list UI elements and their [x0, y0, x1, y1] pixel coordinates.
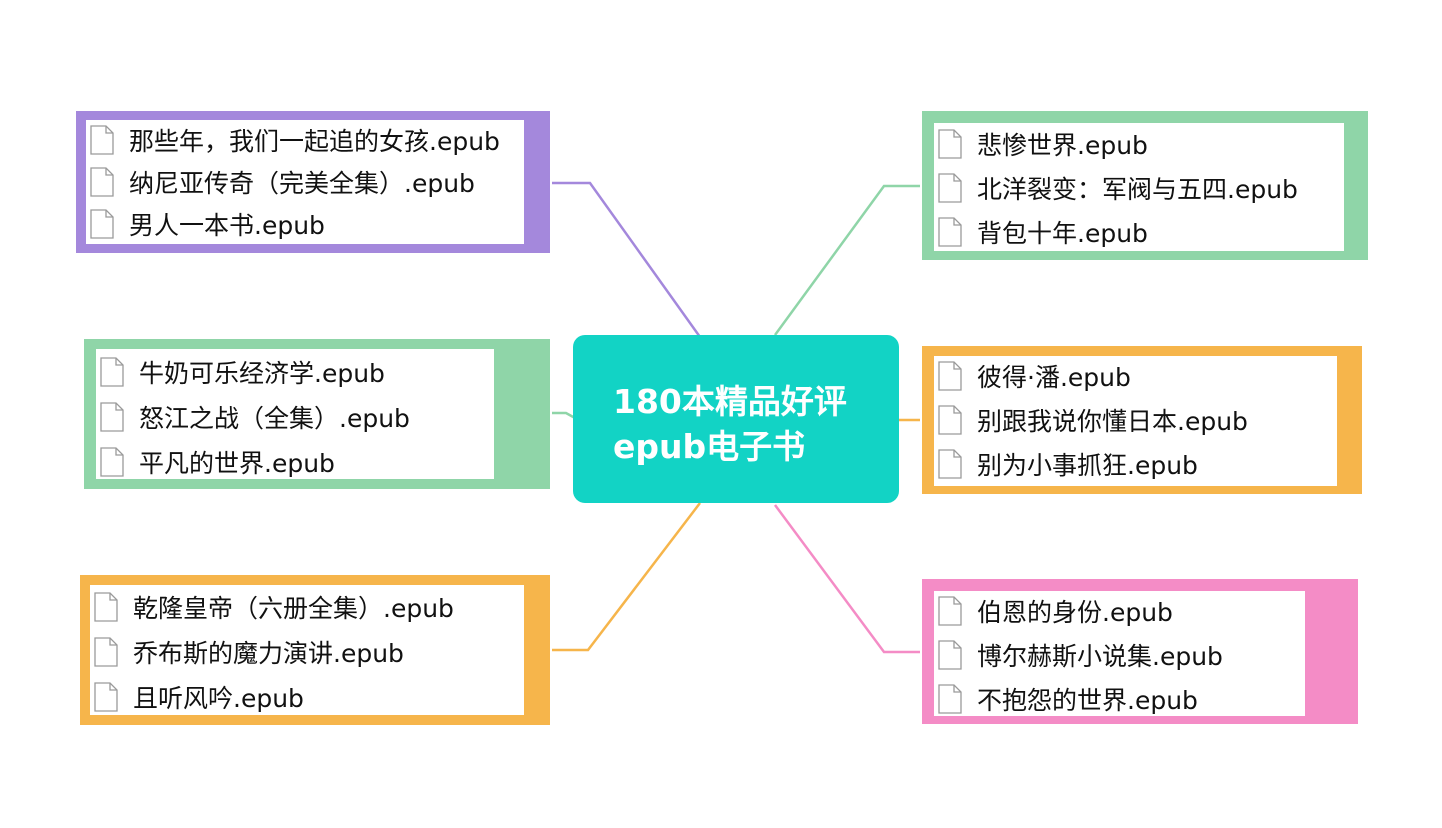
connector-line	[773, 184, 920, 336]
file-item[interactable]: 那些年，我们一起追的女孩.epub	[86, 120, 524, 160]
file-icon	[938, 405, 962, 435]
file-name: 且听风吟.epub	[133, 684, 304, 713]
file-icon	[938, 173, 962, 203]
file-icon	[90, 167, 114, 197]
file-name: 别为小事抓狂.epub	[977, 451, 1198, 480]
file-item[interactable]: 博尔赫斯小说集.epub	[934, 635, 1305, 675]
file-name: 背包十年.epub	[977, 219, 1148, 248]
branch-topic-2[interactable]: 牛奶可乐经济学.epub 怒江之战（全集）.epub 平凡的世界.epub	[84, 339, 550, 489]
file-icon	[938, 361, 962, 391]
branch-topic-4[interactable]: 悲惨世界.epub 北洋裂变：军阀与五四.epub 背包十年.epub	[922, 111, 1368, 260]
file-item[interactable]: 平凡的世界.epub	[96, 442, 494, 479]
file-name: 牛奶可乐经济学.epub	[139, 359, 385, 388]
file-name: 别跟我说你懂日本.epub	[977, 407, 1248, 436]
file-name: 男人一本书.epub	[129, 211, 325, 240]
file-name: 乾隆皇帝（六册全集）.epub	[133, 594, 454, 623]
file-icon	[94, 592, 118, 622]
file-name: 不抱怨的世界.epub	[977, 686, 1198, 715]
central-topic-line-2: epub电子书	[613, 427, 806, 466]
file-name: 伯恩的身份.epub	[977, 598, 1173, 627]
branch-topic-3[interactable]: 乾隆皇帝（六册全集）.epub 乔布斯的魔力演讲.epub 且听风吟.epub	[80, 575, 550, 725]
file-name: 那些年，我们一起追的女孩.epub	[129, 127, 500, 156]
file-name: 怒江之战（全集）.epub	[139, 404, 410, 433]
file-item[interactable]: 且听风吟.epub	[90, 677, 524, 715]
file-name: 乔布斯的魔力演讲.epub	[133, 639, 404, 668]
connector-line	[773, 504, 920, 654]
file-icon	[90, 209, 114, 239]
file-icon	[938, 684, 962, 714]
file-item[interactable]: 牛奶可乐经济学.epub	[96, 352, 494, 392]
branch-topic-1[interactable]: 那些年，我们一起追的女孩.epub 纳尼亚传奇（完美全集）.epub 男人一本书…	[76, 111, 550, 253]
file-icon	[938, 217, 962, 247]
central-topic-line-1: 180本精品好评	[613, 382, 847, 421]
file-icon	[100, 402, 124, 432]
file-item[interactable]: 乔布斯的魔力演讲.epub	[90, 632, 524, 672]
file-item[interactable]: 男人一本书.epub	[86, 204, 524, 244]
file-item[interactable]: 彼得·潘.epub	[934, 356, 1337, 396]
file-item[interactable]: 北洋裂变：军阀与五四.epub	[934, 168, 1344, 208]
file-item[interactable]: 不抱怨的世界.epub	[934, 679, 1305, 716]
connector-line	[552, 181, 702, 338]
connector-line	[552, 502, 701, 652]
file-name: 博尔赫斯小说集.epub	[977, 642, 1223, 671]
file-icon	[938, 596, 962, 626]
file-name: 纳尼亚传奇（完美全集）.epub	[129, 169, 475, 198]
connector-line	[552, 411, 576, 420]
file-name: 平凡的世界.epub	[139, 449, 335, 478]
file-icon	[938, 129, 962, 159]
file-name: 悲惨世界.epub	[977, 131, 1148, 160]
file-name: 北洋裂变：军阀与五四.epub	[977, 175, 1298, 204]
file-item[interactable]: 背包十年.epub	[934, 212, 1344, 251]
file-icon	[938, 449, 962, 479]
file-icon	[100, 357, 124, 387]
file-item[interactable]: 悲惨世界.epub	[934, 124, 1344, 164]
file-icon	[100, 447, 124, 477]
central-topic[interactable]: 180本精品好评 epub电子书	[573, 335, 899, 503]
file-icon	[938, 640, 962, 670]
file-name: 彼得·潘.epub	[977, 363, 1131, 392]
file-item[interactable]: 怒江之战（全集）.epub	[96, 397, 494, 437]
file-item[interactable]: 伯恩的身份.epub	[934, 591, 1305, 631]
branch-topic-6[interactable]: 伯恩的身份.epub 博尔赫斯小说集.epub 不抱怨的世界.epub	[922, 579, 1358, 724]
file-icon	[94, 637, 118, 667]
file-item[interactable]: 乾隆皇帝（六册全集）.epub	[90, 587, 524, 627]
file-icon	[90, 125, 114, 155]
branch-topic-5[interactable]: 彼得·潘.epub 别跟我说你懂日本.epub 别为小事抓狂.epub	[922, 346, 1362, 494]
file-icon	[94, 682, 118, 712]
file-item[interactable]: 别为小事抓狂.epub	[934, 444, 1337, 484]
file-item[interactable]: 别跟我说你懂日本.epub	[934, 400, 1337, 440]
file-item[interactable]: 纳尼亚传奇（完美全集）.epub	[86, 162, 524, 202]
